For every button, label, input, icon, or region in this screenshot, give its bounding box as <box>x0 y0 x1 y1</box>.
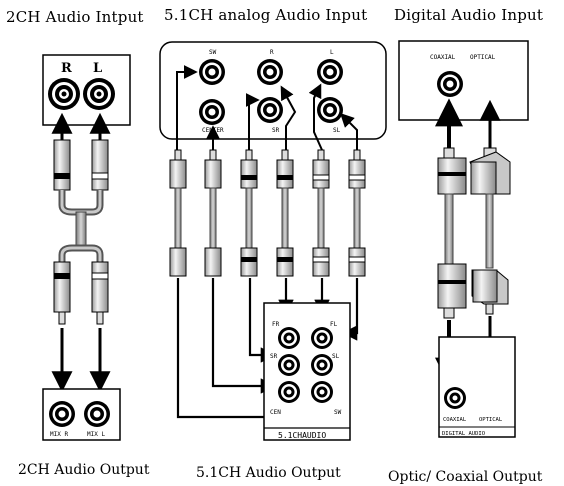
analog51-input-header: 5.1CH analog Audio Input <box>164 6 368 24</box>
analog51-input-arrows <box>176 65 358 151</box>
digital-in-label-coaxial: COAXIAL <box>430 54 456 61</box>
digital-output-box-label: DIGITAL AUDIO <box>442 431 485 437</box>
analog51-out-label-sw: SW <box>334 409 342 416</box>
analog51-out-label-fr: FR <box>272 321 280 328</box>
optical-cable <box>469 147 511 315</box>
digital-output-footer: Optic/ Coaxial Output <box>388 469 543 485</box>
stereo-plug-lower-l <box>91 261 109 325</box>
digital-out-label-coaxial: COAXIAL <box>443 417 467 423</box>
analog51-in-label-sw: SW <box>209 49 217 56</box>
stereo-output-panel: MIX R MIX L <box>42 388 121 441</box>
digital-out-label-optical: OPTICAL <box>479 417 503 423</box>
stereo-input-panel: R L <box>42 54 131 126</box>
analog51-output-box-label: 5.1CHAUDIO <box>278 431 326 440</box>
rca-jack-l <box>83 78 115 110</box>
analog51-in-label-l: L <box>330 49 334 56</box>
analog51-out-label-sr: SR <box>270 353 278 360</box>
analog51-out-label-cen: CEN <box>270 409 281 416</box>
analog51-out-label-sl: SL <box>332 353 340 360</box>
analog51-output-panel: 5.1CHAUDIO FR FL SR SL CEN SW <box>263 302 351 441</box>
coaxial-output-jack <box>444 387 466 409</box>
analog51-input-jacks <box>199 59 343 125</box>
stereo-input-label-r: R <box>61 61 72 76</box>
digital-output-panel: DIGITAL AUDIO COAXIAL OPTICAL <box>438 336 516 438</box>
stereo-y-cable <box>58 190 104 262</box>
analog51-out-label-fl: FL <box>330 321 338 328</box>
analog51-cables <box>169 149 366 277</box>
coaxial-cable <box>437 147 467 319</box>
digital-input-header: Digital Audio Input <box>394 6 544 24</box>
stereo-plug-upper-r <box>53 139 71 191</box>
stereo-input-label-l: L <box>93 61 102 76</box>
digital-in-label-optical: OPTICAL <box>470 54 496 61</box>
stereo-input-header: 2CH Audio Intput <box>6 8 144 26</box>
stereo-output-label-mix-l: MIX L <box>87 431 105 438</box>
rca-jack-mix-r <box>49 401 75 427</box>
analog51-in-label-sr: SR <box>272 127 280 134</box>
rca-jack-r <box>48 78 80 110</box>
stereo-output-footer: 2CH Audio Output <box>18 462 150 478</box>
digital-input-panel: COAXIAL OPTICAL <box>398 40 529 121</box>
analog51-in-label-sl: SL <box>333 127 341 134</box>
analog51-output-footer: 5.1CH Audio Output <box>196 465 341 481</box>
coaxial-input-jack <box>437 71 463 97</box>
stereo-output-label-mix-r: MIX R <box>50 431 68 438</box>
stereo-plug-upper-l <box>91 139 109 191</box>
rca-jack-mix-l <box>84 401 110 427</box>
stereo-plug-lower-r <box>53 261 71 325</box>
analog51-in-label-r: R <box>270 49 274 56</box>
